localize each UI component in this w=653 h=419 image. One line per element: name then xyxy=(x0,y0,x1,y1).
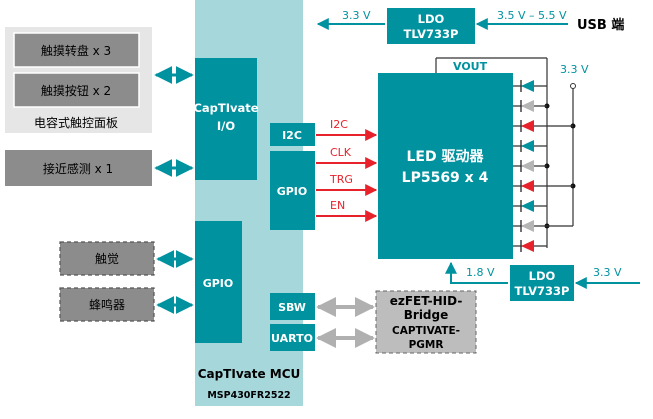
led-row xyxy=(513,160,547,172)
sbw-label: SBW xyxy=(278,301,306,314)
led-rail-label: 3.3 V xyxy=(560,63,589,76)
vout-label: VOUT xyxy=(453,60,488,73)
ezfet-box xyxy=(375,290,477,354)
buzzer-box xyxy=(59,287,155,322)
ezfet-label-2: Bridge xyxy=(404,308,449,322)
ldo-bottom-label-1: LDO xyxy=(529,269,556,283)
signal-label-en: EN xyxy=(330,199,345,212)
led-icon-gray xyxy=(521,160,534,172)
uart-block xyxy=(270,324,315,351)
ldo-top-label-2: TLV733P xyxy=(404,27,459,41)
captivate-io-label-2: I/O xyxy=(217,119,235,133)
i2c-label: I2C xyxy=(282,129,302,142)
led-driver-block xyxy=(378,73,513,259)
sbw-block xyxy=(270,293,315,320)
proximity-label: 接近感测 x 1 xyxy=(43,161,113,176)
led-icon-teal xyxy=(521,80,534,92)
led-icon-red xyxy=(521,180,534,192)
signal-label-clk: CLK xyxy=(330,146,352,159)
gpio-bottom-label: GPIO xyxy=(203,277,234,290)
led-row xyxy=(513,140,547,152)
led-row xyxy=(513,180,573,192)
ldo-bottom-output-label: 1.8 V xyxy=(466,266,495,279)
led-row xyxy=(513,120,573,132)
led-row xyxy=(513,220,573,232)
led-icon-teal xyxy=(521,200,534,212)
gpio-top-label: GPIO xyxy=(277,185,308,198)
ezfet-label-4: PGMR xyxy=(409,339,444,351)
usb-port-label: USB 端 xyxy=(577,17,624,33)
ldo-bottom-output-arrow xyxy=(445,261,508,284)
led-row xyxy=(513,240,547,252)
captivate-io-block xyxy=(195,58,257,180)
ldo-top-input-label: 3.5 V – 5.5 V xyxy=(497,9,567,22)
ezfet-label-3: CAPTIVATE- xyxy=(392,325,460,337)
ldo-top-label-1: LDO xyxy=(418,12,445,26)
ldo-bottom-input-label: 3.3 V xyxy=(593,266,622,279)
haptic-label: 触觉 xyxy=(95,252,119,266)
led-driver-label-2: LP5569 x 4 xyxy=(402,170,489,186)
led-icon-red xyxy=(521,120,534,132)
touch-wheel-box xyxy=(13,32,140,68)
touch-button-label: 触摸按钮 x 2 xyxy=(41,83,111,98)
ldo-top-block xyxy=(387,8,475,44)
gpio-bottom-block xyxy=(195,221,242,343)
mcu-name: CapTIvate MCU xyxy=(198,367,301,381)
led-icon-teal xyxy=(521,140,534,152)
led-icon-red xyxy=(521,240,534,252)
uart-label: UARTO xyxy=(271,332,313,345)
haptic-box xyxy=(59,241,155,276)
led-row xyxy=(513,80,547,92)
captivate-io-label-1: CapTIvate xyxy=(193,101,258,115)
gpio-top-block xyxy=(270,151,315,230)
ldo-top-output-label: 3.3 V xyxy=(342,9,371,22)
proximity-box xyxy=(5,150,152,186)
i2c-block xyxy=(270,123,315,146)
led-row xyxy=(513,100,547,112)
signal-label-trg: TRG xyxy=(329,173,353,186)
led-rail-terminal xyxy=(570,83,576,89)
buzzer-label: 蜂鸣器 xyxy=(89,297,125,312)
ezfet-label-1: ezFET-HID- xyxy=(390,294,463,308)
touch-wheel-label: 触摸转盘 x 3 xyxy=(41,43,111,58)
led-row xyxy=(513,200,547,212)
signal-label-i2c: I2C xyxy=(330,118,348,131)
touch-panel-caption: 电容式触控面板 xyxy=(34,115,118,130)
ldo-bottom-block xyxy=(510,265,574,301)
led-icon-gray xyxy=(521,220,534,232)
mcu-part-number: MSP430FR2522 xyxy=(207,390,290,401)
touch-button-box xyxy=(13,72,140,108)
led-driver-label-1: LED 驱动器 xyxy=(407,148,485,165)
led-icon-gray xyxy=(521,100,534,112)
ldo-bottom-label-2: TLV733P xyxy=(515,284,570,298)
